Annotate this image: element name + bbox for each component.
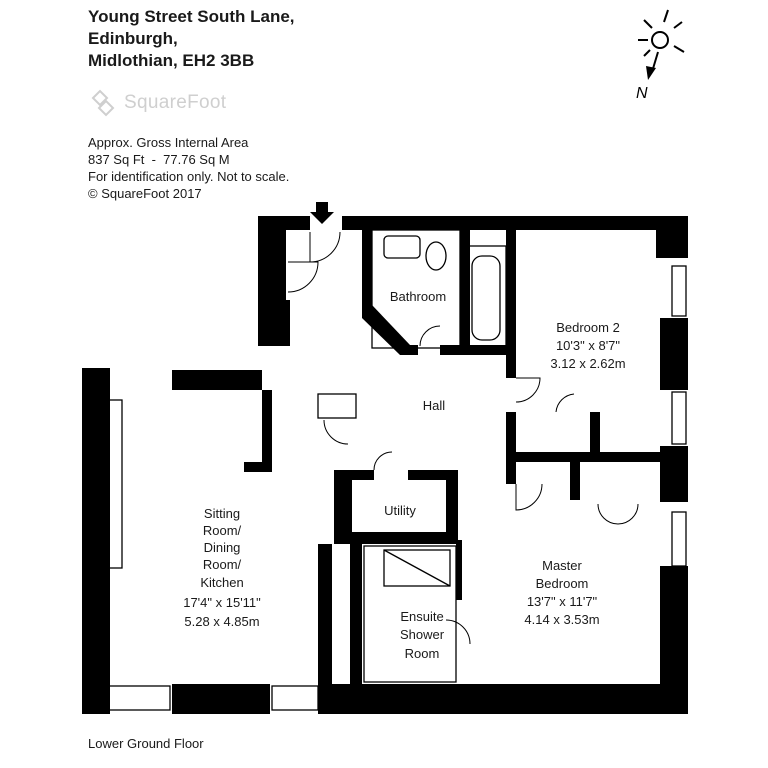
sitting-dim-metric: 5.28 x 4.85m bbox=[184, 614, 259, 629]
sitting-label-1: Sitting bbox=[204, 506, 240, 521]
address-line-3: Midlothian, EH2 3BB bbox=[88, 51, 255, 70]
walls bbox=[82, 216, 688, 714]
master-dim-metric: 4.14 x 3.53m bbox=[524, 612, 599, 627]
sitting-label-2: Room/ bbox=[203, 523, 242, 538]
master-label-1: Master bbox=[542, 558, 582, 573]
interior-lines bbox=[97, 229, 687, 711]
disclaimer: For identification only. Not to scale. bbox=[88, 169, 290, 184]
bedroom2-dim-imperial: 10'3" x 8'7" bbox=[556, 338, 620, 353]
area-title: Approx. Gross Internal Area bbox=[88, 135, 249, 150]
logo-icon bbox=[91, 89, 115, 117]
bedroom2-dim-metric: 3.12 x 2.62m bbox=[550, 356, 625, 371]
ensuite-label-3: Room bbox=[405, 646, 440, 661]
sitting-label-5: Kitchen bbox=[200, 575, 243, 590]
sitting-label-3: Dining bbox=[204, 540, 241, 555]
copyright: © SquareFoot 2017 bbox=[88, 186, 202, 201]
door-swings bbox=[287, 231, 639, 645]
squarefoot-logo: SquareFoot bbox=[88, 88, 226, 118]
area-info: Approx. Gross Internal Area 837 Sq Ft - … bbox=[88, 134, 289, 202]
utility-label: Utility bbox=[384, 503, 416, 518]
address-line-1: Young Street South Lane, bbox=[88, 7, 295, 26]
entrance-arrow-icon bbox=[310, 202, 334, 224]
logo-text: SquareFoot bbox=[124, 92, 227, 113]
area-values: 837 Sq Ft - 77.76 Sq M bbox=[88, 152, 230, 167]
ensuite-label-1: Ensuite bbox=[400, 609, 443, 624]
bedroom2-label: Bedroom 2 bbox=[556, 320, 620, 335]
compass-icon: N bbox=[636, 9, 685, 102]
sitting-dim-imperial: 17'4" x 15'11" bbox=[183, 595, 261, 610]
north-label: N bbox=[636, 85, 648, 102]
ensuite-label-2: Shower bbox=[400, 627, 445, 642]
master-dim-imperial: 13'7" x 11'7" bbox=[527, 594, 598, 609]
master-label-2: Bedroom bbox=[536, 576, 589, 591]
bathroom-label: Bathroom bbox=[390, 289, 446, 304]
address-block: Young Street South Lane, Edinburgh, Midl… bbox=[88, 6, 295, 72]
floor-label: Lower Ground Floor bbox=[88, 736, 204, 751]
hall-label: Hall bbox=[423, 398, 446, 413]
address-line-2: Edinburgh, bbox=[88, 29, 178, 48]
sitting-label-4: Room/ bbox=[203, 557, 242, 572]
